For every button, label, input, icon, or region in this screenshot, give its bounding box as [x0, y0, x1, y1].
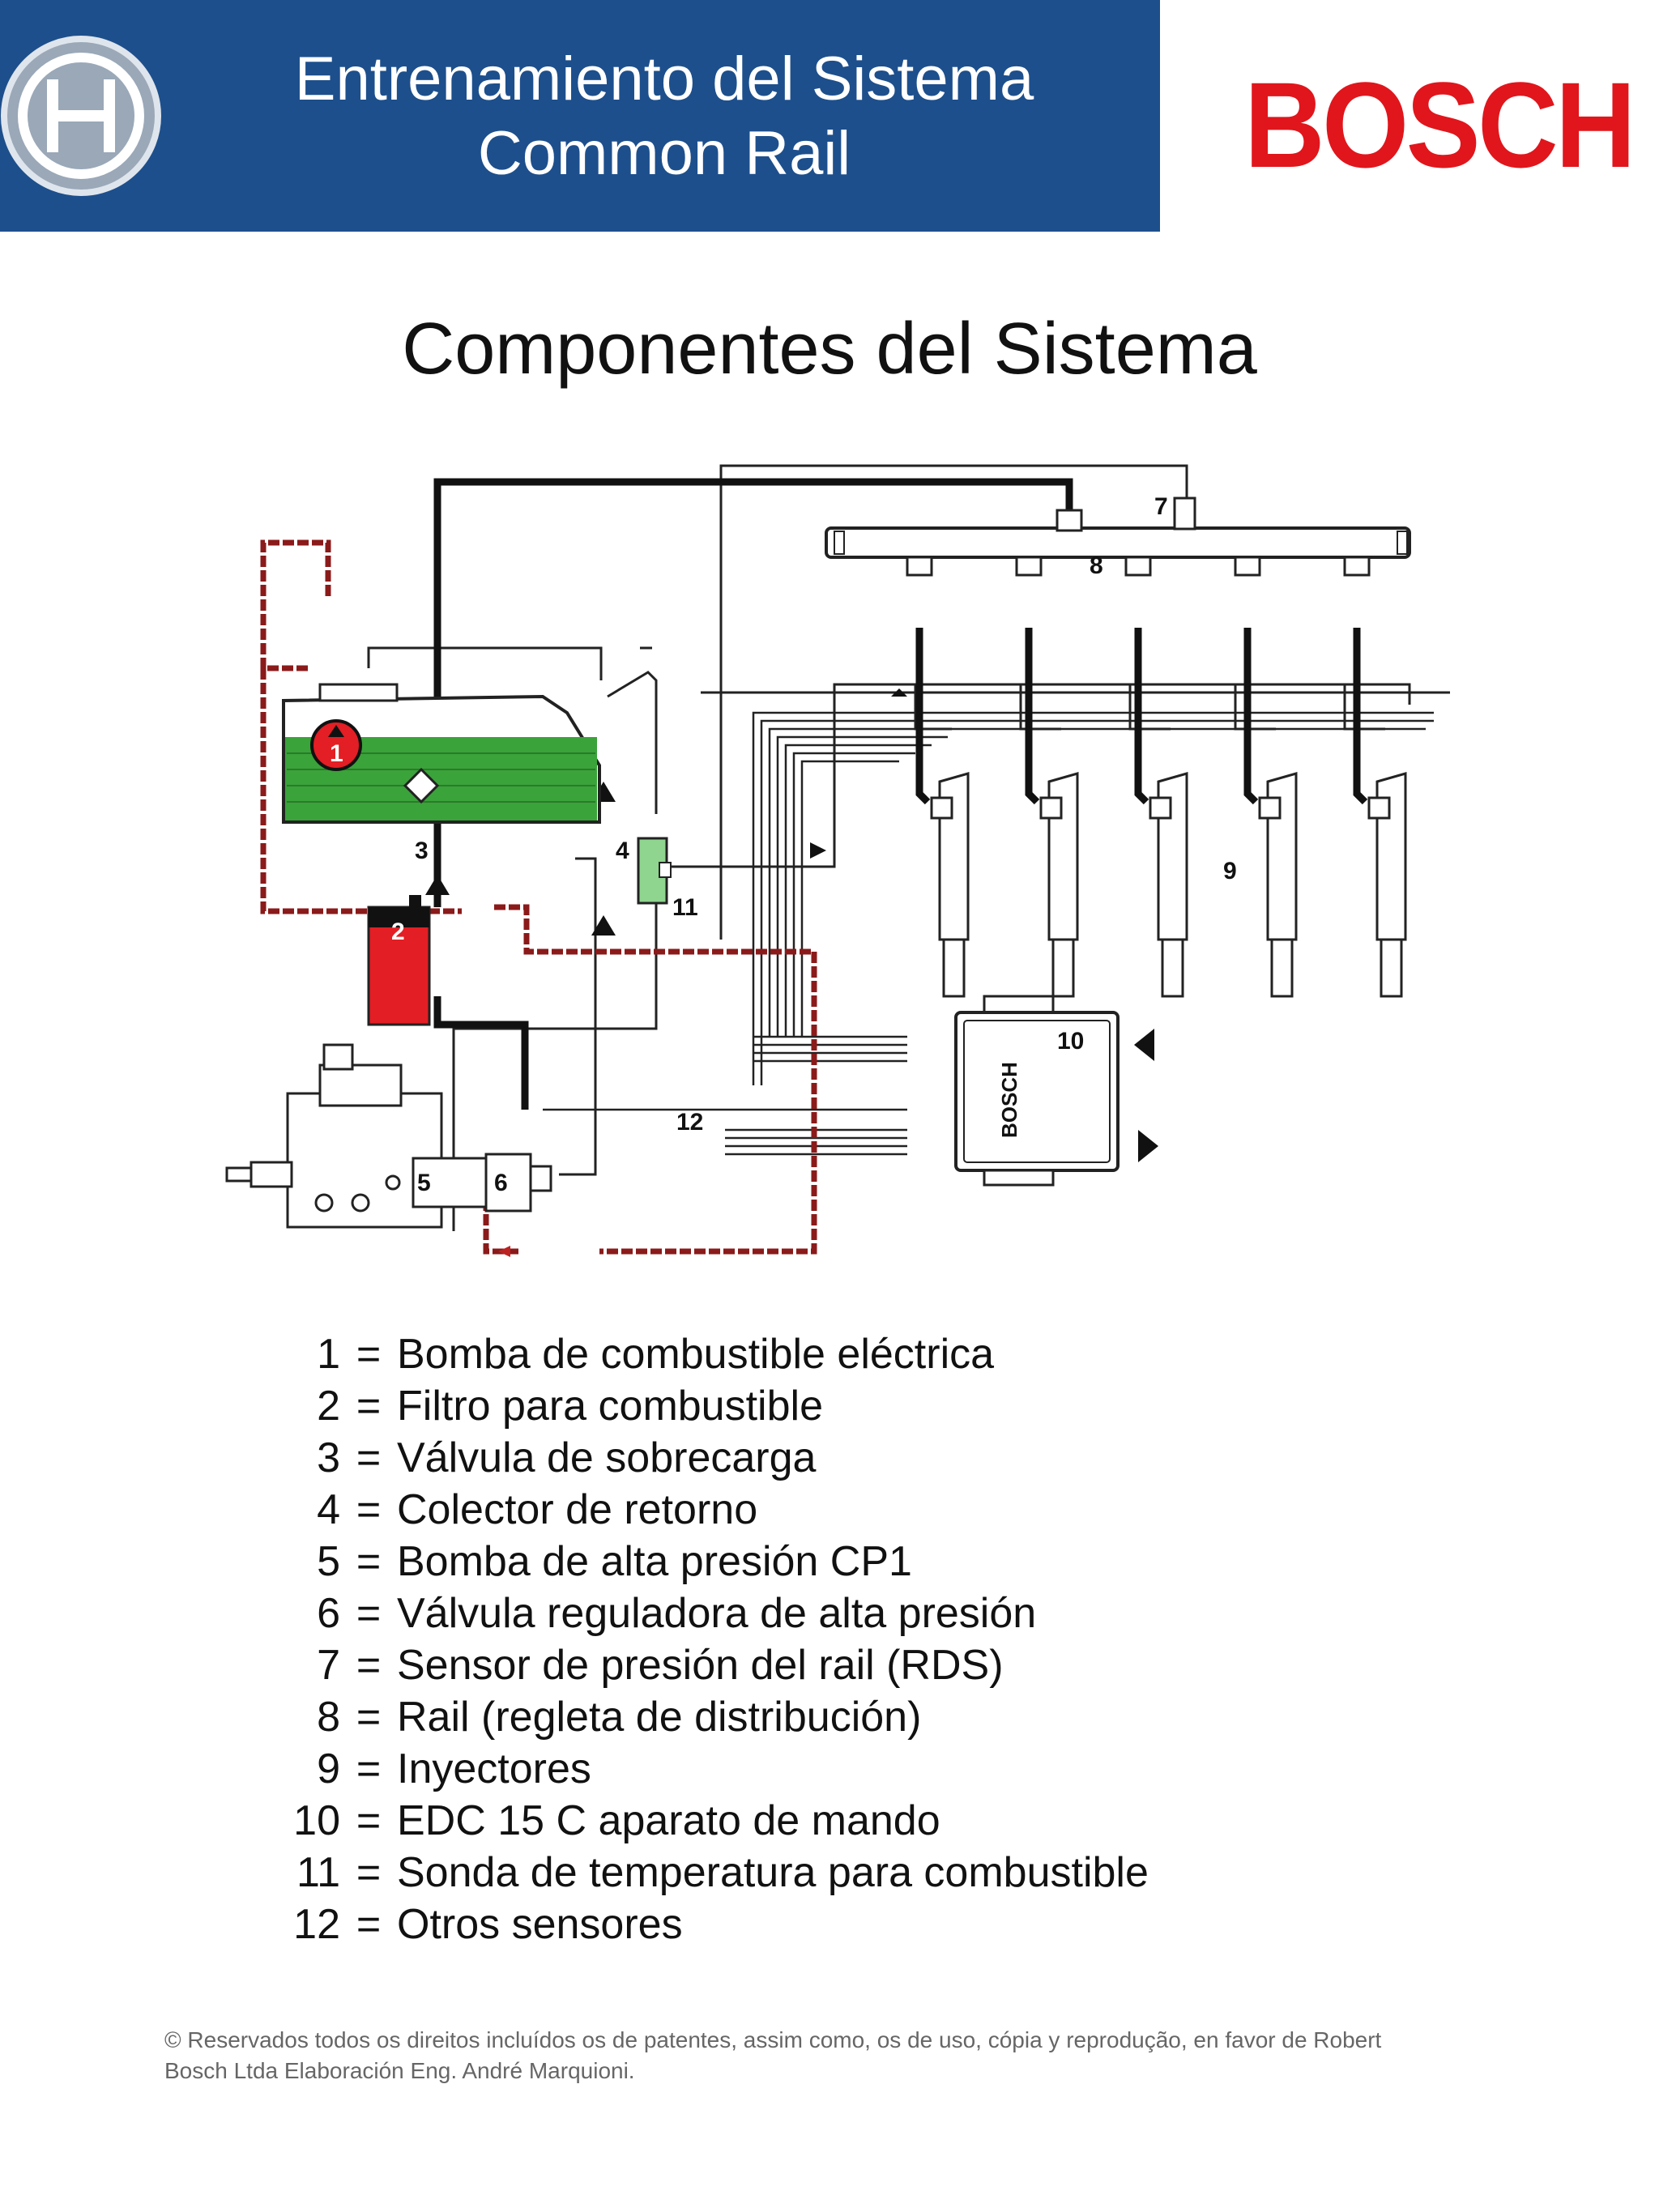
legend-item: 7=Sensor de presión del rail (RDS): [317, 1642, 1004, 1689]
legend-item: 2=Filtro para combustible: [317, 1383, 823, 1430]
diagram-label-2: 2: [391, 918, 405, 945]
legend-item: 12=Otros sensores: [293, 1901, 683, 1948]
footer-line2: Bosch Ltda Elaboración Eng. André Marqui…: [164, 2058, 635, 2083]
ecu-brand-label: BOSCH: [997, 1062, 1021, 1138]
diagram-label-4: 4: [616, 837, 629, 864]
header-title-line2: Common Rail: [477, 119, 851, 188]
legend-item: 5=Bomba de alta presión CP1: [317, 1538, 912, 1585]
header-title-line1: Entrenamiento del Sistema: [294, 45, 1034, 113]
diagram-label-6: 6: [494, 1170, 508, 1196]
common-rail-diagram: BOSCH 1 2 3 4 5 6 7 8 9 10 11 12: [225, 464, 1450, 1257]
legend-item: 1=Bomba de combustible eléctrica: [317, 1331, 995, 1378]
legend-item: 8=Rail (regleta de distribución): [317, 1694, 922, 1741]
diagram-label-11: 11: [672, 894, 698, 921]
diagram-label-10: 10: [1057, 1028, 1084, 1055]
footer-line1: © Reservados todos os direitos incluídos…: [164, 2027, 1382, 2052]
diagram-label-5: 5: [417, 1170, 431, 1196]
diagram-label-3: 3: [415, 837, 429, 864]
copyright-footer: © Reservados todos os direitos incluídos…: [164, 2025, 1525, 2086]
legend-item: 3=Válvula de sobrecarga: [317, 1434, 817, 1481]
bosch-armature-logo-icon: [1, 36, 161, 196]
legend-item: 11=Sonda de temperatura para combustible: [296, 1849, 1149, 1896]
legend-item: 10=EDC 15 C aparato de mando: [293, 1797, 940, 1844]
header-title: Entrenamiento del Sistema Common Rail: [178, 42, 1150, 191]
page-title: Componentes del Sistema: [402, 309, 1257, 390]
bosch-wordmark: BOSCH: [1244, 57, 1636, 193]
component-legend: 1=Bomba de combustible eléctrica 2=Filtr…: [292, 1328, 1149, 1950]
header-banner: Entrenamiento del Sistema Common Rail: [0, 0, 1160, 232]
legend-item: 4=Colector de retorno: [317, 1486, 758, 1533]
legend-item: 6=Válvula reguladora de alta presión: [317, 1590, 1037, 1637]
diagram-label-7: 7: [1154, 493, 1168, 520]
diagram-label-8: 8: [1090, 552, 1103, 579]
legend-item: 9=Inyectores: [317, 1745, 591, 1792]
diagram-label-12: 12: [676, 1109, 703, 1136]
diagram-label-1: 1: [330, 740, 343, 767]
diagram-label-9: 9: [1223, 858, 1237, 884]
